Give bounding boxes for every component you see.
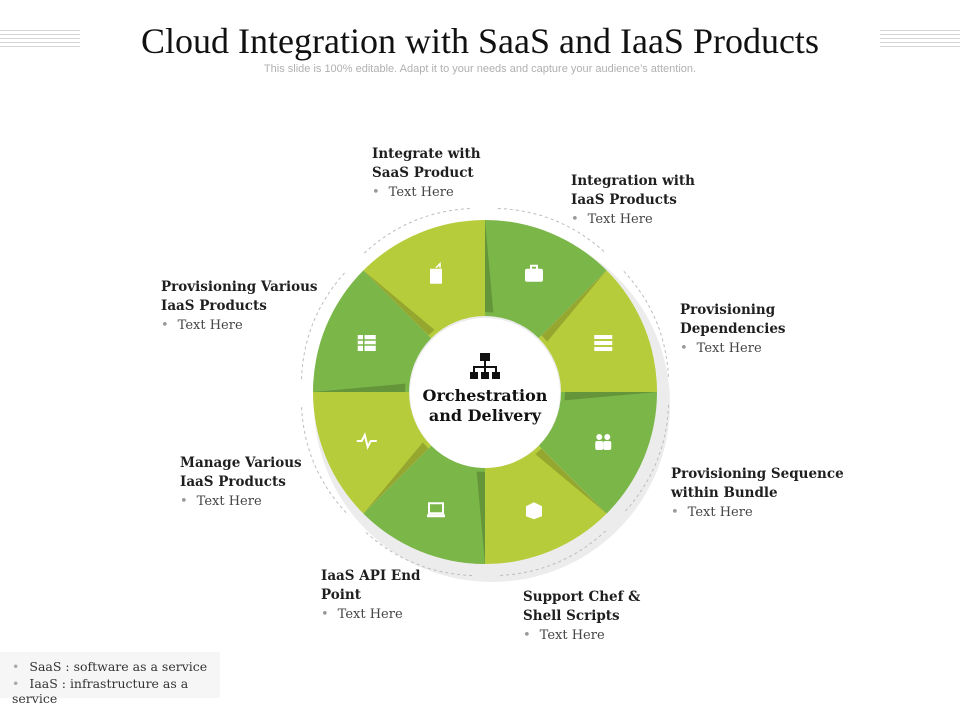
segment-shade (541, 270, 607, 342)
segment-text: Text Here (180, 492, 302, 511)
connector-line (497, 207, 607, 254)
box-icon (525, 502, 542, 520)
segment-heading: IaaS API End (321, 568, 421, 584)
server-icon (594, 335, 613, 352)
connector-line (363, 530, 473, 577)
segment-label-support-chef: Support Chef & Shell Scripts Text Here (523, 588, 640, 645)
segment-heading: within Bundle (671, 485, 778, 501)
center-label-line2: and Delivery (428, 406, 542, 425)
wheel-segment (363, 445, 485, 564)
segment-label-provisioning-sequence: Provisioning Sequence within Bundle Text… (671, 465, 844, 522)
segment-shade (485, 220, 494, 313)
wheel-segment (363, 220, 485, 339)
wheel-segment (313, 270, 432, 392)
segment-heading: Integration with (571, 173, 695, 189)
segment-heading: IaaS Products (571, 192, 677, 208)
segment-heading: Point (321, 587, 361, 603)
segment-heading: Dependencies (680, 321, 786, 337)
segment-heading: Provisioning Sequence (671, 466, 844, 482)
wheel-segment (485, 220, 607, 339)
connector-line (300, 270, 347, 380)
wheel-segment (538, 392, 657, 514)
segment-text: Text Here (161, 316, 318, 335)
table-icon (357, 335, 376, 352)
document-export-icon (430, 261, 443, 284)
segment-shade (313, 383, 406, 392)
segment-heading: Shell Scripts (523, 608, 620, 624)
segment-heading: IaaS Products (161, 298, 267, 314)
briefcase-icon (524, 264, 543, 282)
slide-subtitle: This slide is 100% editable. Adapt it to… (263, 63, 697, 75)
legend-item-saas: SaaS : software as a service (12, 659, 207, 674)
segment-shade (363, 442, 429, 514)
segment-shade (363, 270, 435, 336)
connector-line (363, 207, 473, 254)
hierarchy-icon (470, 353, 500, 379)
segment-text: Text Here (671, 503, 844, 522)
segment-heading: SaaS Product (372, 165, 474, 181)
wheel-segment (313, 392, 432, 514)
segment-shade (476, 471, 485, 564)
title-decoration-left (0, 30, 80, 50)
wheel-segment (538, 270, 657, 392)
laptop-icon (427, 502, 446, 518)
segment-label-provisioning-various: Provisioning Various IaaS Products Text … (161, 278, 318, 335)
segment-text: Text Here (523, 626, 640, 645)
segment-heading: Integrate with (372, 146, 481, 162)
center-hub: Orchestration and Delivery (410, 318, 560, 468)
slide-title: Cloud Integration with SaaS and IaaS Pro… (141, 21, 819, 61)
segment-shade (535, 448, 607, 514)
segment-text: Text Here (321, 605, 420, 624)
segment-heading: Manage Various (180, 455, 302, 471)
segment-label-provisioning-dependencies: Provisioning Dependencies Text Here (680, 301, 786, 358)
wheel-segment (485, 445, 607, 564)
segment-text: Text Here (571, 210, 695, 229)
users-icon (595, 433, 612, 450)
segment-heading: Provisioning (680, 302, 776, 318)
title-decoration-right (880, 30, 960, 50)
segment-heading: IaaS Products (180, 474, 286, 490)
segment-label-integrate-saas: Integrate with SaaS Product Text Here (372, 145, 481, 202)
segment-heading: Provisioning Various (161, 279, 318, 295)
legend-item-iaas: IaaS : infrastructure as a service (12, 676, 220, 706)
legend-box: SaaS : software as a service IaaS : infr… (0, 652, 220, 706)
segment-heading: Support Chef & (523, 589, 641, 605)
connector-line (623, 270, 670, 380)
pulse-icon (356, 432, 377, 450)
segment-shade (564, 392, 657, 401)
segment-label-integration-iaas: Integration with IaaS Products Text Here (571, 172, 695, 229)
segment-text: Text Here (372, 183, 481, 202)
connector-line (497, 530, 607, 577)
center-label: Orchestration and Delivery (410, 386, 560, 426)
segment-label-iaas-api: IaaS API End Point Text Here (321, 567, 420, 624)
segment-text: Text Here (680, 339, 786, 358)
center-label-line1: Orchestration (422, 386, 548, 405)
connector-line (300, 404, 347, 514)
segment-label-manage-various: Manage Various IaaS Products Text Here (180, 454, 302, 511)
connector-line (623, 404, 670, 514)
